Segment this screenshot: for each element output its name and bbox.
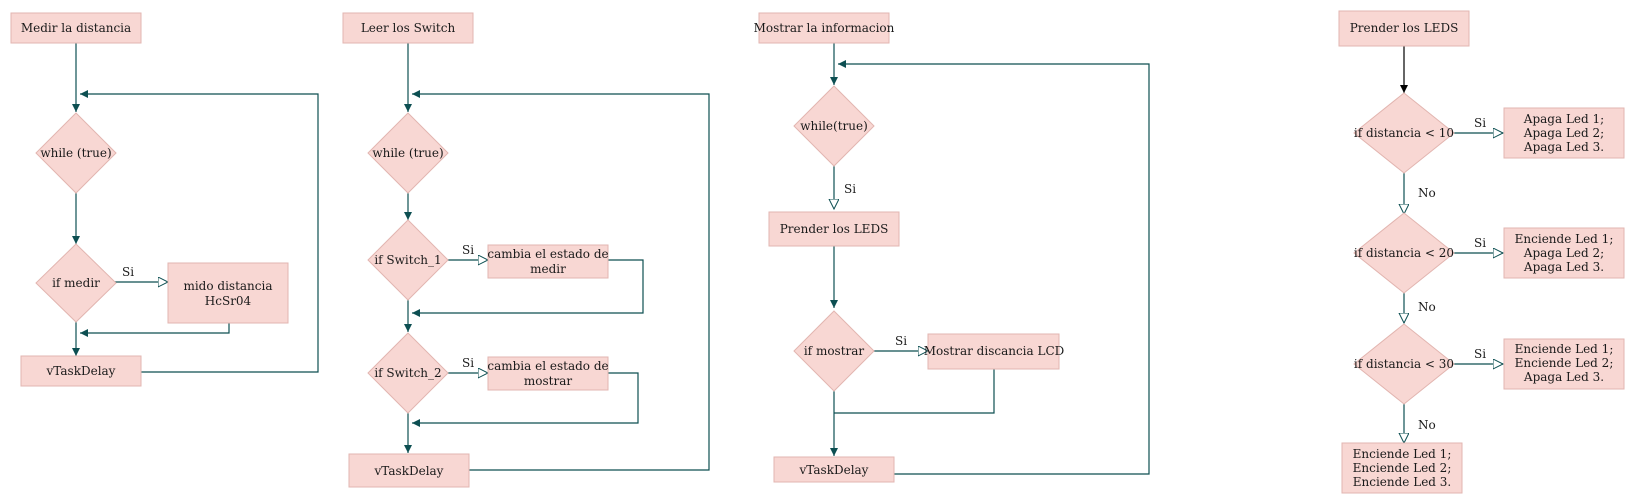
flow4-act4-box — [1341, 442, 1463, 494]
flow1-if-label: if medir — [52, 276, 100, 290]
flow4-act1-line3: Apaga Led 3. — [1523, 140, 1604, 154]
flow4-cond3-label: if distancia < 30 — [1354, 357, 1454, 371]
flow4-act2-line2: Apaga Led 2; — [1523, 246, 1604, 260]
flow2-if2-diamond — [367, 332, 449, 414]
flow4-act1-line2: Apaga Led 2; — [1523, 126, 1604, 140]
flow2-action2-line2: mostrar — [524, 374, 572, 388]
flow4-act4-line3: Enciende Led 3. — [1353, 475, 1452, 489]
flow2-delay-label: vTaskDelay — [374, 464, 444, 478]
flow4-act1-box — [1503, 107, 1625, 159]
flow3-title: Mostrar la informacion — [754, 21, 895, 35]
flow2-if1-label: if Switch_1 — [374, 253, 441, 267]
flow4-act2-box — [1503, 227, 1625, 279]
flow2-title-box — [342, 12, 474, 44]
flow2-yes1-label: Si — [462, 243, 474, 257]
flow3-while-diamond — [793, 85, 875, 167]
flow4-cond3-diamond — [1353, 323, 1455, 405]
edge-action1-return — [412, 259, 644, 317]
flow3-title-box — [758, 12, 890, 44]
flow1-title: Medir la distancia — [21, 21, 131, 35]
flow4-cond1-label: if distancia < 10 — [1354, 126, 1454, 140]
flow4-act3-line3: Apaga Led 3. — [1523, 370, 1604, 384]
flow2-action1-line2: medir — [530, 262, 566, 276]
edge-loop-back — [838, 60, 1150, 475]
flow1-action-box — [167, 262, 289, 324]
flow2-yes2-label: Si — [462, 356, 474, 370]
flow-mostrar-informacion: Mostrar la informacion while(true) Si Pr… — [754, 12, 1150, 483]
edge-action-return — [834, 369, 995, 414]
flow1-action-line2: HcSr04 — [205, 294, 252, 308]
flow4-act1-line1: Apaga Led 1; — [1523, 112, 1604, 126]
flow4-cond1-diamond — [1353, 92, 1455, 174]
flow4-act2-line3: Apaga Led 3. — [1523, 260, 1604, 274]
flow2-action1-line1: cambia el estado de — [487, 247, 608, 261]
flow1-delay-box — [20, 355, 142, 387]
edge-loop-back — [412, 90, 710, 471]
flow-prender-leds: Prender los LEDS if distancia < 10 Si No… — [1338, 10, 1625, 494]
flow-leer-switch: Leer los Switch while (true) if Switch_1… — [342, 12, 710, 488]
flow4-no1-label: No — [1418, 186, 1436, 200]
flow1-delay-label: vTaskDelay — [46, 364, 116, 378]
flow4-title: Prender los LEDS — [1350, 21, 1459, 35]
flow4-act3-line1: Enciende Led 1; — [1515, 342, 1614, 356]
flow3-if-diamond — [793, 310, 875, 392]
flow3-if-label: if mostrar — [804, 344, 865, 358]
flow3-while-yes-label: Si — [844, 182, 856, 196]
flow1-while-diamond — [35, 112, 117, 194]
flow4-cond2-diamond — [1353, 212, 1455, 294]
flow2-action2-box — [487, 356, 609, 391]
flow4-title-box — [1338, 10, 1470, 47]
flow1-while-label: while (true) — [40, 146, 111, 160]
flow2-while-label: while (true) — [372, 146, 443, 160]
flow3-action-box — [927, 333, 1060, 370]
flow-medir-distancia: Medir la distancia while (true) if medir… — [10, 12, 319, 387]
flow2-delay-box — [348, 453, 470, 488]
flow2-if1-diamond — [367, 219, 449, 301]
flow4-no3-label: No — [1418, 418, 1436, 432]
flow2-title: Leer los Switch — [361, 21, 456, 35]
flow4-no2-label: No — [1418, 300, 1436, 314]
flow3-yes-label: Si — [895, 334, 907, 348]
flow4-yes2-label: Si — [1474, 236, 1486, 250]
flow3-delay-label: vTaskDelay — [799, 463, 869, 477]
edge-action-return — [80, 323, 230, 337]
flow2-action2-line1: cambia el estado de — [487, 359, 608, 373]
flow4-act4-line1: Enciende Led 1; — [1353, 447, 1452, 461]
flow3-action-label: Mostrar discancia LCD — [924, 344, 1065, 358]
flow3-step-label: Prender los LEDS — [780, 222, 889, 236]
flow4-act4-line2: Enciende Led 2; — [1353, 461, 1452, 475]
flow4-act3-line2: Enciende Led 2; — [1515, 356, 1614, 370]
flow2-action1-box — [487, 244, 609, 279]
flow4-yes1-label: Si — [1474, 116, 1486, 130]
flow1-if-diamond — [35, 243, 117, 323]
edge-loop-back — [80, 90, 319, 373]
flow3-step-box — [768, 211, 900, 247]
flow4-act2-line1: Enciende Led 1; — [1515, 232, 1614, 246]
edge-action2-return — [412, 372, 639, 427]
flow2-if2-label: if Switch_2 — [374, 366, 441, 380]
flow4-yes3-label: Si — [1474, 347, 1486, 361]
flow2-while-diamond — [367, 112, 449, 194]
flow4-act3-box — [1503, 338, 1625, 390]
flow3-delay-box — [773, 456, 895, 483]
flow1-title-box — [10, 12, 142, 44]
flow3-while-label: while(true) — [800, 119, 868, 133]
flow1-yes-label: Si — [122, 265, 134, 279]
flow4-cond2-label: if distancia < 20 — [1354, 246, 1454, 260]
flow1-action-line1: mido distancia — [183, 279, 272, 293]
